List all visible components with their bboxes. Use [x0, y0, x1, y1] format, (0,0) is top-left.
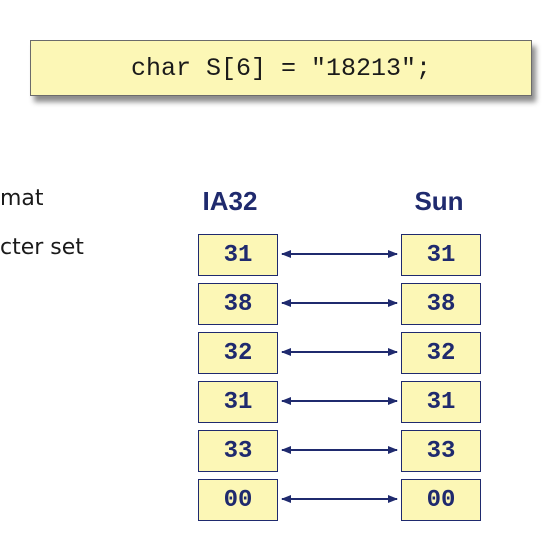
ia32-byte-cell-1: 38: [198, 283, 278, 325]
code-declaration-box: char S[6] = "18213";: [30, 40, 532, 96]
sun-byte-cell-0: 31: [401, 234, 481, 276]
side-text-line-1: mat: [0, 186, 44, 211]
ia32-byte-cell-2: 32: [198, 332, 278, 374]
sun-byte-cell-5: 00: [401, 479, 481, 521]
ia32-byte-cell-4: 33: [198, 430, 278, 472]
ia32-byte-cell-5: 00: [198, 479, 278, 521]
side-text-line-2: cter set: [0, 235, 84, 260]
sun-byte-cell-4: 33: [401, 430, 481, 472]
sun-column-header: Sun: [414, 186, 464, 216]
ia32-byte-cell-0: 31: [198, 234, 278, 276]
ia32-column-header: IA32: [202, 186, 258, 216]
sun-byte-cell-1: 38: [401, 283, 481, 325]
ia32-byte-cell-3: 31: [198, 381, 278, 423]
sun-byte-cell-2: 32: [401, 332, 481, 374]
sun-byte-cell-3: 31: [401, 381, 481, 423]
code-declaration-text: char S[6] = "18213";: [130, 53, 432, 83]
